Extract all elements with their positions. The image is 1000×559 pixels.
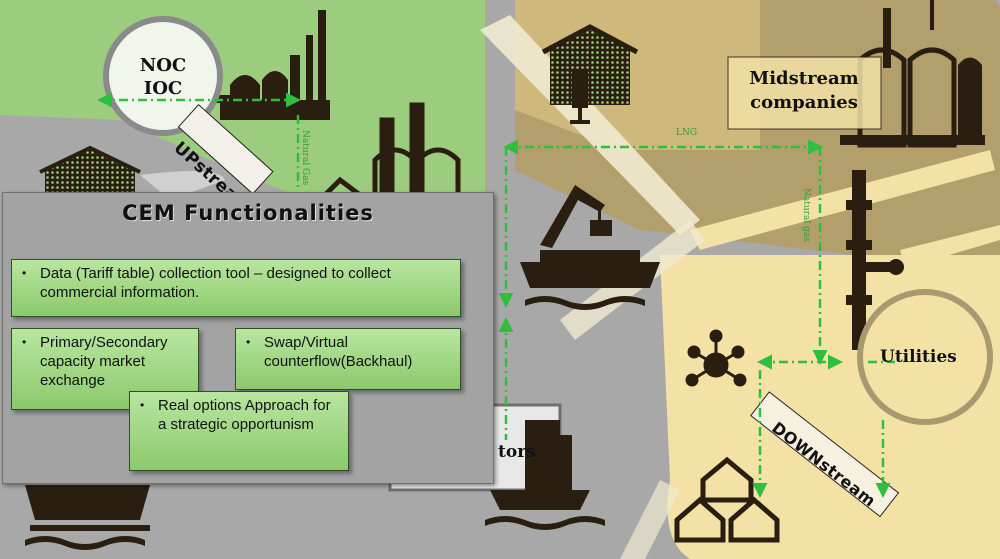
gas-flow-lines xyxy=(97,92,895,498)
crane-icon xyxy=(540,185,612,248)
cem-item-text: Real options Approach for a strategic op… xyxy=(158,397,331,433)
upstream-banner xyxy=(177,103,274,195)
cem-item-text: Data (Tariff table) collection tool – de… xyxy=(40,265,391,301)
cem-item-text: Primary/Secondary capacity market exchan… xyxy=(40,334,168,389)
natural-gas-upstream-label: Natural Gas xyxy=(300,130,310,186)
midstream-label-line1: Midstream xyxy=(749,68,859,89)
cem-functionalities-panel: CEM Functionalities • Data (Tariff table… xyxy=(2,192,494,484)
bullet-icon: • xyxy=(140,398,145,412)
noc-label: NOC xyxy=(139,55,187,76)
bullet-icon: • xyxy=(246,335,251,349)
midstream-label-line2: companies xyxy=(750,92,858,113)
road xyxy=(620,480,680,559)
cem-title: CEM Functionalities xyxy=(122,201,374,225)
pipeline-valve-icon xyxy=(846,170,904,350)
house-icon xyxy=(674,456,780,543)
road xyxy=(900,225,1000,268)
utilities-circle xyxy=(857,289,993,425)
utilities-label: Utilities xyxy=(880,347,957,367)
lng-flow-label: LNG xyxy=(676,128,698,138)
warehouse-icon xyxy=(541,24,639,124)
ship-icon xyxy=(520,250,660,310)
ship-icon xyxy=(25,485,150,550)
cem-item-real-options: • Real options Approach for a strategic … xyxy=(129,391,349,471)
cem-item-text: Swap/Virtual counterflow(Backhaul) xyxy=(264,334,413,370)
warehouse-icon xyxy=(39,145,141,195)
bullet-icon: • xyxy=(22,335,27,349)
operators-label: tors xyxy=(498,442,536,462)
road xyxy=(140,171,225,200)
midstream-label-box xyxy=(727,56,882,130)
cem-item-data-collection: • Data (Tariff table) collection tool – … xyxy=(11,259,461,317)
natural-gas-midstream-label: Natural gas xyxy=(801,188,811,242)
bullet-icon: • xyxy=(22,266,27,280)
road xyxy=(690,150,995,250)
cem-item-swap-counterflow: • Swap/Virtual counterflow(Backhaul) xyxy=(235,328,461,390)
road xyxy=(480,15,700,235)
ship-icon xyxy=(485,420,605,530)
cem-item-capacity-market: • Primary/Secondary capacity market exch… xyxy=(11,328,199,410)
ioc-label: IOC xyxy=(143,78,183,99)
network-hub-icon xyxy=(685,329,747,387)
